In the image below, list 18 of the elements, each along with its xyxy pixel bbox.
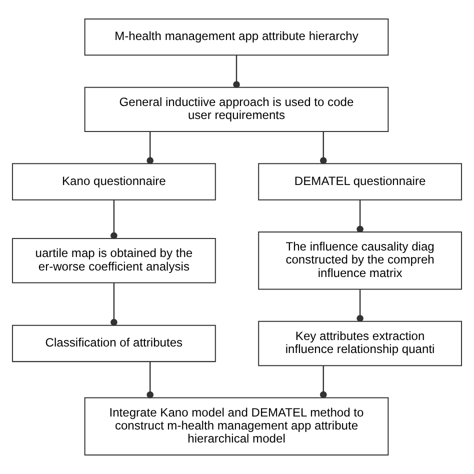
- node-box: General inductiive approach is used to code user requirements: [84, 86, 389, 132]
- node-box: Key attributes extraction influence relationship quanti: [258, 320, 462, 366]
- connector: [320, 366, 327, 398]
- node-box: Kano questionnaire: [12, 163, 216, 200]
- connector: [146, 132, 154, 164]
- connector: [110, 200, 118, 240]
- connector: [146, 362, 154, 398]
- node-box: Classification of attributes: [12, 324, 216, 362]
- node-box: Integrate Kano model and DEMATEL method to construct m-health management app attribute hierarchical model: [84, 397, 389, 456]
- node-box: uartile map is obtained by the er-worse coefficient analysis: [12, 238, 216, 284]
- connector: [110, 282, 118, 326]
- node-box: The influence causality diag constructed by the compreh influence matrix: [258, 231, 462, 290]
- connector: [320, 132, 327, 164]
- connector: [356, 290, 364, 322]
- node-box: DEMATEL questionnaire: [258, 163, 462, 200]
- connector: [356, 200, 364, 233]
- connector: [233, 55, 240, 88]
- node-box: M-health management app attribute hierarchy: [84, 18, 389, 56]
